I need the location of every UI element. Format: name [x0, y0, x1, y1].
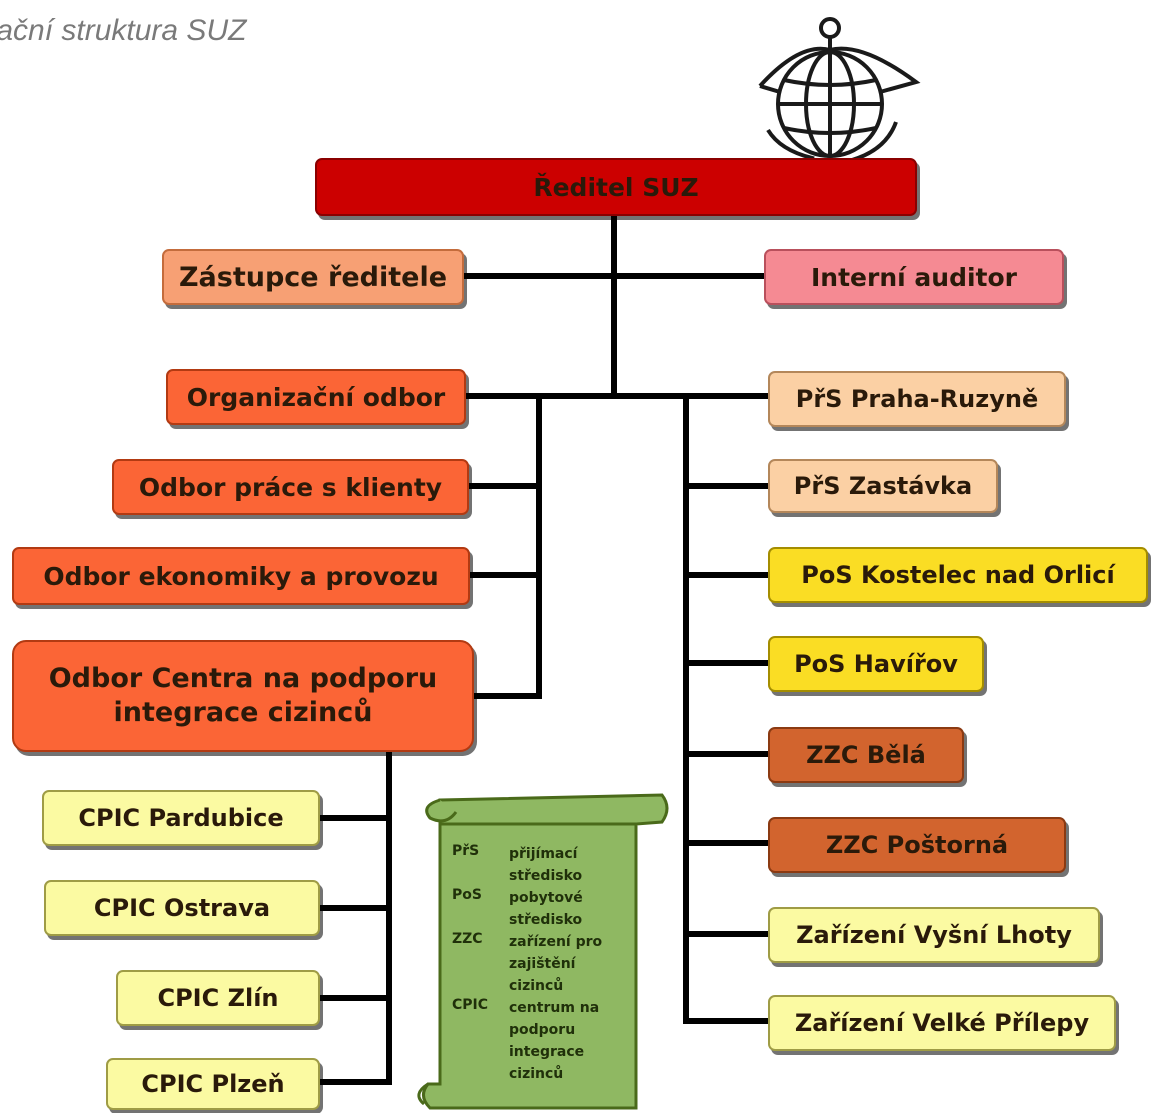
cpic-label: CPIC Zlín	[157, 984, 279, 1012]
legend-definition: centrum na podporu integrace cizinců	[509, 1000, 600, 1082]
cpic-label: CPIC Pardubice	[78, 804, 284, 832]
facility-box: PoS Kostelec nad Orlicí	[768, 547, 1148, 603]
legend-definition: pobytové středisko	[509, 890, 583, 928]
cpic-box: CPIC Plzeň	[106, 1058, 320, 1110]
facility-label: PřS Zastávka	[793, 472, 973, 500]
facility-box: ZZC Poštorná	[768, 817, 1066, 873]
legend-row: PoS pobytové středisko	[452, 887, 621, 931]
legend-definition: zařízení pro zajištění cizinců	[509, 934, 603, 994]
facility-box: Zařízení Velké Přílepy	[768, 995, 1116, 1051]
facility-label: ZZC Poštorná	[825, 831, 1009, 859]
department-box: Odbor Centra na podporu integrace cizinc…	[12, 640, 474, 752]
facility-label: Zařízení Vyšní Lhoty	[796, 921, 1072, 949]
cpic-box: CPIC Pardubice	[42, 790, 320, 846]
department-label: Odbor práce s klienty	[138, 472, 443, 502]
facility-box: ZZC Bělá	[768, 727, 964, 783]
legend-scroll	[417, 793, 669, 1110]
deputy-director-label: Zástupce ředitele	[178, 261, 448, 293]
department-label: Organizační odbor	[186, 382, 446, 412]
cpic-label: CPIC Ostrava	[93, 894, 271, 922]
department-label: Odbor ekonomiky a provozu	[43, 561, 439, 591]
legend-row: CPIC centrum na podporu integrace cizinc…	[452, 997, 621, 1085]
legend-abbreviation: CPIC	[452, 997, 489, 1013]
legend-abbreviation: PoS	[452, 887, 482, 903]
internal-auditor-label: Interní auditor	[811, 262, 1017, 292]
facility-label: PřS Praha-Ruzyně	[795, 385, 1039, 413]
facility-box: PřS Zastávka	[768, 459, 998, 513]
deputy-director-box: Zástupce ředitele	[162, 249, 464, 305]
cpic-label: CPIC Plzeň	[141, 1070, 285, 1098]
facility-label: PoS Kostelec nad Orlicí	[801, 561, 1115, 589]
facility-label: ZZC Bělá	[806, 741, 926, 769]
page-title: nizační struktura SUZ	[0, 14, 247, 47]
department-box: Odbor práce s klienty	[112, 459, 469, 515]
department-box: Organizační odbor	[166, 369, 466, 425]
department-box: Odbor ekonomiky a provozu	[12, 547, 470, 605]
internal-auditor-box: Interní auditor	[764, 249, 1064, 305]
legend: PřS přijímací středisko PoS pobytové stř…	[452, 843, 621, 1085]
facility-box: PřS Praha-Ruzyně	[768, 371, 1066, 427]
cpic-box: CPIC Ostrava	[44, 880, 320, 936]
legend-row: ZZC zařízení pro zajištění cizinců	[452, 931, 621, 997]
department-label: Odbor Centra na podporu integrace cizinc…	[48, 663, 438, 728]
globe-figure-logo	[758, 17, 921, 192]
facility-box: Zařízení Vyšní Lhoty	[768, 907, 1100, 963]
facility-label: Zařízení Velké Přílepy	[794, 1009, 1090, 1037]
cpic-box: CPIC Zlín	[116, 970, 320, 1026]
director-label: Ředitel SUZ	[533, 172, 699, 202]
legend-definition: přijímací středisko	[509, 846, 583, 884]
legend-abbreviation: ZZC	[452, 931, 483, 947]
legend-abbreviation: PřS	[452, 843, 480, 859]
legend-row: PřS přijímací středisko	[452, 843, 621, 887]
director-box: Ředitel SUZ	[315, 158, 917, 216]
facility-box: PoS Havířov	[768, 636, 984, 692]
facility-label: PoS Havířov	[794, 650, 958, 678]
